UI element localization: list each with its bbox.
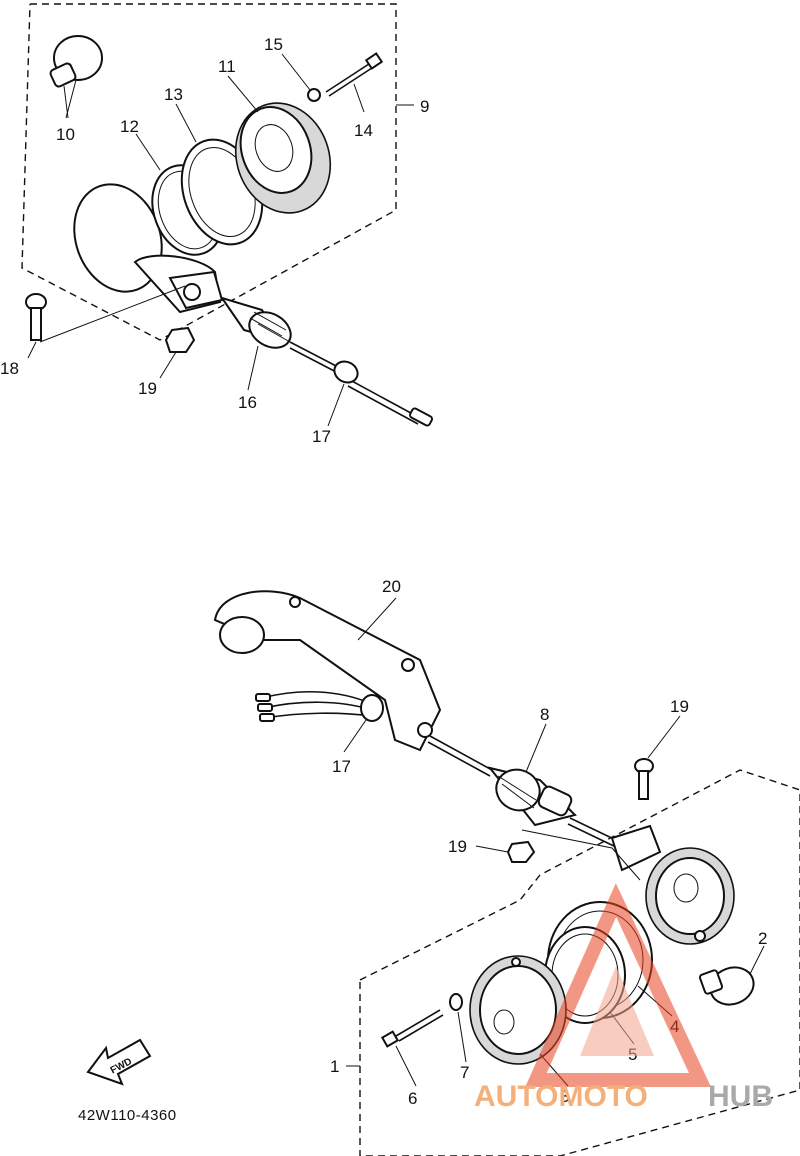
label-part-7: 7 [460,1063,469,1082]
fwd-arrow: FWD [86,1038,152,1086]
watermark: AUTOMOTO HUB [474,883,773,1113]
label-part-15: 15 [264,35,283,54]
watermark-text-secondary: HUB [708,1080,773,1113]
bulb-part-2 [698,966,755,1006]
bolt-part-18-bottom [634,758,654,800]
socket-part-16 [219,296,292,349]
grommet-part-17-top [333,360,359,384]
nut-part-15 [307,88,321,102]
top-assembly-boundary [21,3,397,341]
wire-harness [255,691,373,722]
label-part-13: 13 [164,85,183,104]
label-part-16: 16 [238,393,257,412]
label-part-14: 14 [354,121,373,140]
nut-part-19-top [164,326,196,353]
lamp-housing-part-11 [234,102,332,214]
lamp-housing-bottom [610,824,735,945]
label-part-17-bottom: 17 [332,757,351,776]
mount-bracket [133,254,224,314]
bottom-assembly [213,590,800,1156]
label-part-2: 2 [758,929,767,948]
label-part-17-top: 17 [312,427,331,446]
wire-lead-top [289,341,434,427]
watermark-text-primary: AUTOMOTO [474,1080,648,1113]
drawing-code: 42W110-4360 [78,1107,177,1124]
grommet-part-17-bottom [360,694,384,722]
label-part-20: 20 [382,577,401,596]
label-part-9: 9 [420,97,429,116]
label-part-19-top: 19 [138,379,157,398]
top-assembly [21,3,434,427]
bulb-part-10 [49,35,103,119]
screw-part-14 [325,52,384,97]
label-part-1: 1 [330,1057,339,1076]
label-part-11: 11 [218,57,236,76]
label-part-6: 6 [408,1089,417,1108]
screw-part-6 [380,1009,444,1048]
label-part-8: 8 [540,705,549,724]
label-part-19-bottom: 19 [448,837,467,856]
bolt-part-18-top [25,293,47,341]
label-part-12: 12 [120,117,139,136]
lens-part-3 [469,955,567,1065]
label-part-3: 3 [560,1087,569,1106]
label-part-18-top: 18 [0,359,19,378]
stay-bracket-part-20 [213,590,442,752]
nut-part-7 [449,993,463,1011]
watermark-triangle-icon [525,883,711,1087]
label-part-10: 10 [56,125,75,144]
label-part-18-bottom: 19 [670,697,689,716]
nut-part-19-bottom [506,840,536,863]
socket-part-8 [487,766,577,827]
